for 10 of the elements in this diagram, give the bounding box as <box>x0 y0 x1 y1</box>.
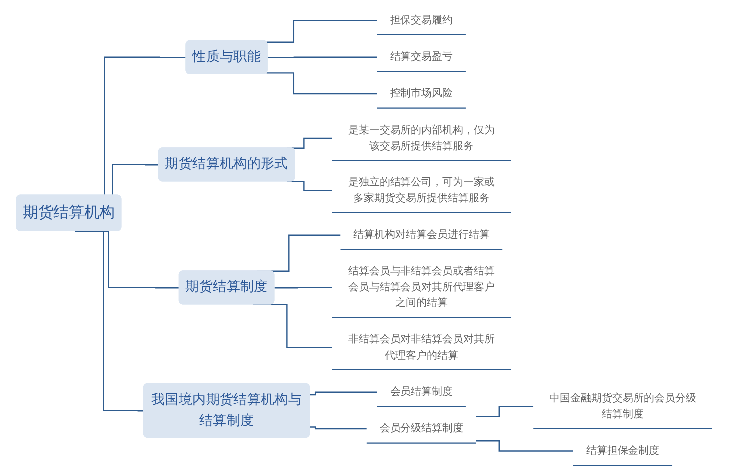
connector <box>310 392 378 396</box>
connector <box>274 287 332 289</box>
connector <box>476 440 574 452</box>
connector <box>266 72 378 95</box>
connector <box>476 406 534 418</box>
connector <box>253 304 332 348</box>
connector <box>287 181 332 192</box>
connector <box>268 56 378 58</box>
connector <box>310 426 367 430</box>
connector <box>266 20 378 43</box>
